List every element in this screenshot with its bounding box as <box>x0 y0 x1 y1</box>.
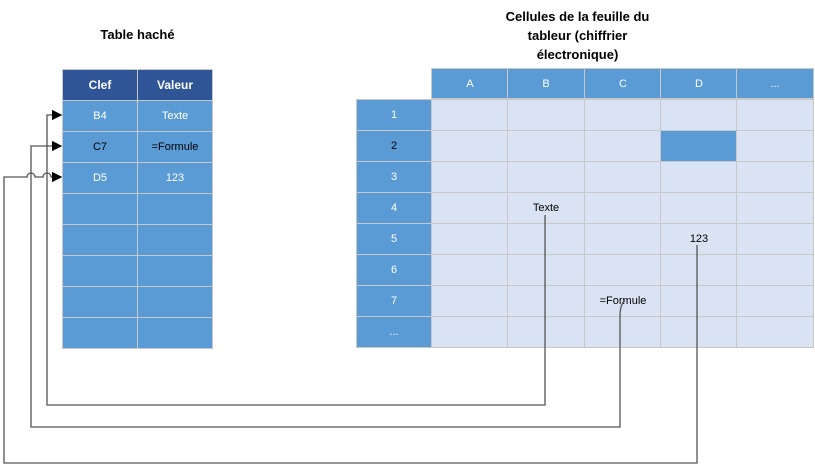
sheet-cell <box>736 285 814 317</box>
column-header: ... <box>736 68 814 99</box>
column-header: A <box>431 68 509 99</box>
hash-table-cell: 123 <box>137 162 213 194</box>
hash-table-cell: Texte <box>137 100 213 132</box>
sheet-cell <box>431 192 509 224</box>
sheet-cell <box>584 316 662 348</box>
sheet-title: Cellules de la feuille du tableur (chiff… <box>505 9 650 62</box>
hash-table-cell <box>137 193 213 225</box>
hash-table-title: Table haché <box>100 27 175 42</box>
sheet-cell <box>507 130 585 162</box>
sheet-cell <box>736 130 814 162</box>
column-header: C <box>584 68 662 99</box>
sheet-cell <box>736 254 814 286</box>
row-header: 1 <box>356 99 432 131</box>
sheet-cell <box>507 316 585 348</box>
sheet-cell <box>736 161 814 193</box>
sheet-cell <box>736 316 814 348</box>
hash-table-cell: =Formule <box>137 131 213 163</box>
hash-table-cell: B4 <box>62 100 138 132</box>
hash-table-cell <box>62 317 138 349</box>
sheet-cell <box>584 223 662 255</box>
hash-table-cell <box>137 255 213 287</box>
connector-d5 <box>3 171 698 464</box>
row-header: ... <box>356 316 432 348</box>
row-header: 7 <box>356 285 432 317</box>
column-header: B <box>507 68 585 99</box>
sheet-cell <box>431 223 509 255</box>
sheet-cell <box>507 223 585 255</box>
hash-table-cell <box>62 224 138 256</box>
hash-table-cell <box>137 317 213 349</box>
connector-c7 <box>30 140 626 428</box>
column-header: D <box>660 68 738 99</box>
hash-table-cell <box>137 224 213 256</box>
row-header: 4 <box>356 192 432 224</box>
row-header: 5 <box>356 223 432 255</box>
hash-table-cell: D5 <box>62 162 138 194</box>
sheet-cell <box>431 130 509 162</box>
connector-b4 <box>46 109 546 406</box>
hash-table-cell: C7 <box>62 131 138 163</box>
hash-table-cell <box>62 255 138 287</box>
